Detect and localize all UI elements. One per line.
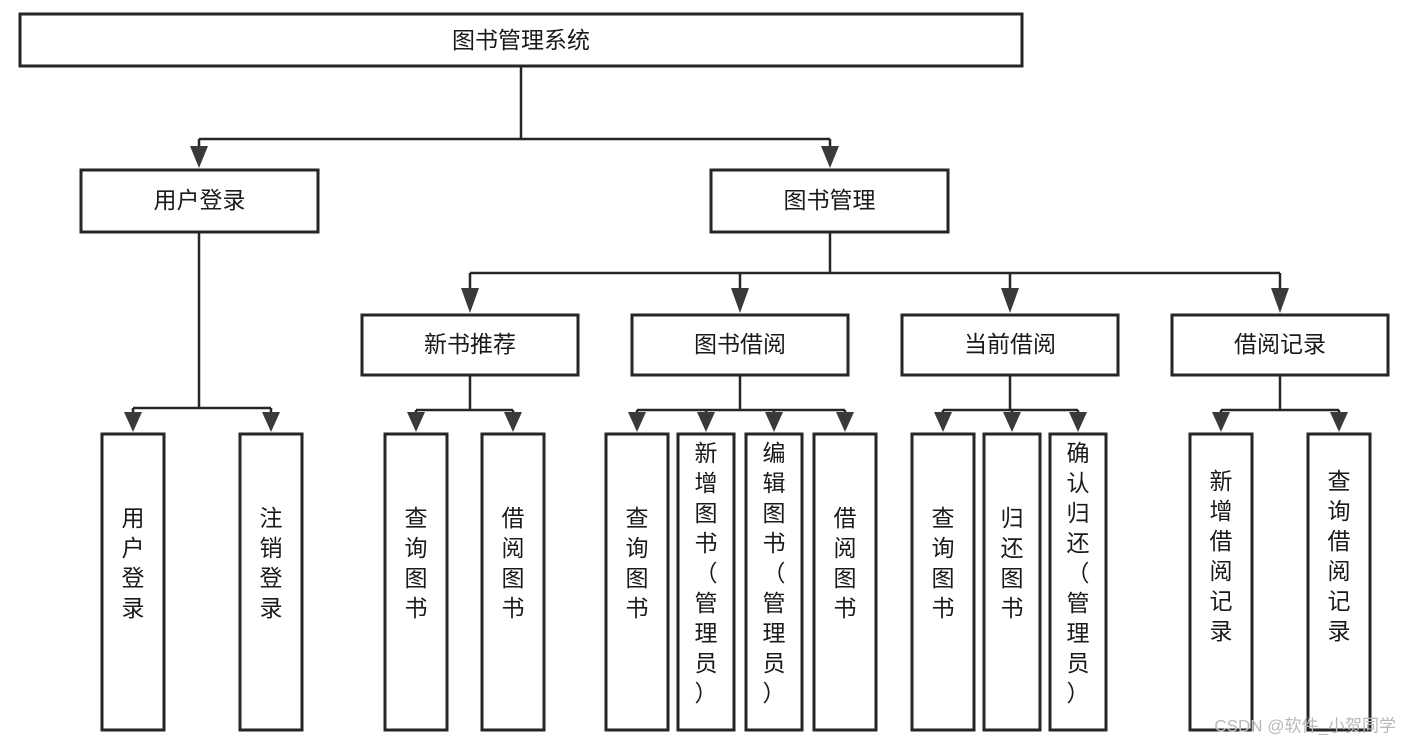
arrow-head-leaf-user-login (124, 412, 142, 432)
node-leaf-query-record-box[interactable] (1306, 432, 1372, 732)
node-leaf-add-record-label: 新增借阅记录 (1210, 468, 1233, 644)
arrow-head-current-borrow (1001, 288, 1019, 313)
node-leaf-add-book-box[interactable] (676, 432, 736, 732)
node-leaf-borrow-book-1[interactable]: 借阅图书 (480, 432, 546, 732)
node-leaf-user-login-label: 用户登录 (122, 505, 145, 621)
node-leaf-add-record-box[interactable] (1188, 432, 1254, 732)
node-new-book-recommend-box[interactable] (360, 313, 580, 377)
node-book-borrow-label: 图书借阅 (694, 331, 786, 357)
node-leaf-confirm-return[interactable]: 确认归还（管理员） (1048, 432, 1108, 732)
arrow-head-leaf-query-book-3 (934, 412, 952, 432)
node-leaf-add-book[interactable]: 新增图书（管理员） (676, 432, 736, 732)
node-leaf-edit-book-box[interactable] (744, 432, 804, 732)
node-book-borrow[interactable]: 图书借阅 (630, 313, 850, 377)
node-leaf-borrow-book-1-label: 借阅图书 (502, 505, 525, 621)
node-leaf-query-book-2[interactable]: 查询图书 (604, 432, 670, 732)
node-new-book-recommend-label: 新书推荐 (424, 331, 516, 357)
node-book-management-box[interactable] (709, 168, 950, 234)
arrow-head-borrow-record (1271, 288, 1289, 313)
node-leaf-user-logout[interactable]: 注销登录 (238, 432, 304, 732)
arrow-head-leaf-query-book-2 (628, 412, 646, 432)
arrow-head-leaf-query-book-1 (407, 412, 425, 432)
node-leaf-borrow-book-2-box[interactable] (812, 432, 878, 732)
node-book-management-label: 图书管理 (784, 187, 876, 213)
node-user-login-box[interactable] (79, 168, 320, 234)
node-root[interactable]: 图书管理系统 (18, 12, 1024, 68)
node-leaf-query-record[interactable]: 查询借阅记录 (1306, 432, 1372, 732)
node-leaf-query-book-1-box[interactable] (383, 432, 449, 732)
csdn-watermark: CSDN @软件_小贺同学 (1214, 716, 1396, 735)
node-leaf-borrow-book-2-label: 借阅图书 (834, 505, 857, 621)
node-current-borrow[interactable]: 当前借阅 (900, 313, 1120, 377)
node-borrow-record[interactable]: 借阅记录 (1170, 313, 1390, 377)
node-leaf-add-book-label: 新增图书（管理员） (695, 440, 718, 706)
node-leaf-user-login-box[interactable] (100, 432, 166, 732)
node-book-management[interactable]: 图书管理 (709, 168, 950, 234)
arrow-head-leaf-add-book (697, 412, 715, 432)
node-borrow-record-label: 借阅记录 (1234, 331, 1326, 357)
node-leaf-query-book-3[interactable]: 查询图书 (910, 432, 976, 732)
node-leaf-query-book-1[interactable]: 查询图书 (383, 432, 449, 732)
arrow-head-user-login (190, 146, 208, 168)
node-leaf-query-record-label: 查询借阅记录 (1328, 468, 1351, 644)
node-root-label: 图书管理系统 (452, 27, 590, 53)
node-leaf-return-book-label: 归还图书 (1001, 505, 1024, 621)
node-leaf-return-book-box[interactable] (982, 432, 1042, 732)
node-leaf-add-record[interactable]: 新增借阅记录 (1188, 432, 1254, 732)
arrow-head-leaf-add-record (1212, 412, 1230, 432)
node-leaf-query-book-3-label: 查询图书 (932, 505, 955, 621)
connector-layer (124, 66, 1348, 432)
node-leaf-confirm-return-label: 确认归还（管理员） (1067, 440, 1090, 706)
node-leaf-query-book-3-box[interactable] (910, 432, 976, 732)
arrow-head-leaf-borrow-book-2 (836, 412, 854, 432)
node-leaf-user-logout-box[interactable] (238, 432, 304, 732)
arrow-head-leaf-return-book (1003, 412, 1021, 432)
arrow-head-leaf-borrow-book-1 (504, 412, 522, 432)
node-leaf-return-book[interactable]: 归还图书 (982, 432, 1042, 732)
node-user-login-label: 用户登录 (154, 187, 246, 213)
node-leaf-confirm-return-box[interactable] (1048, 432, 1108, 732)
node-leaf-query-book-1-label: 查询图书 (405, 505, 428, 621)
node-borrow-record-box[interactable] (1170, 313, 1390, 377)
arrow-head-book-management (821, 146, 839, 168)
node-root-box[interactable] (18, 12, 1024, 68)
node-leaf-user-login[interactable]: 用户登录 (100, 432, 166, 732)
node-user-login[interactable]: 用户登录 (79, 168, 320, 234)
node-leaf-edit-book-label: 编辑图书（管理员） (763, 440, 786, 706)
node-leaf-user-logout-label: 注销登录 (260, 505, 283, 621)
node-current-borrow-label: 当前借阅 (964, 331, 1056, 357)
arrow-head-leaf-query-record (1330, 412, 1348, 432)
node-new-book-recommend[interactable]: 新书推荐 (360, 313, 580, 377)
node-leaf-borrow-book-1-box[interactable] (480, 432, 546, 732)
arrow-head-leaf-confirm-return (1069, 412, 1087, 432)
arrow-head-book-borrow (731, 288, 749, 313)
node-leaf-query-book-2-box[interactable] (604, 432, 670, 732)
node-leaf-query-book-2-label: 查询图书 (626, 505, 649, 621)
node-book-borrow-box[interactable] (630, 313, 850, 377)
node-current-borrow-box[interactable] (900, 313, 1120, 377)
node-leaf-borrow-book-2[interactable]: 借阅图书 (812, 432, 878, 732)
node-leaf-edit-book[interactable]: 编辑图书（管理员） (744, 432, 804, 732)
arrow-head-leaf-user-logout (262, 412, 280, 432)
arrow-head-new-book-recommend (461, 288, 479, 313)
arrow-head-leaf-edit-book (765, 412, 783, 432)
